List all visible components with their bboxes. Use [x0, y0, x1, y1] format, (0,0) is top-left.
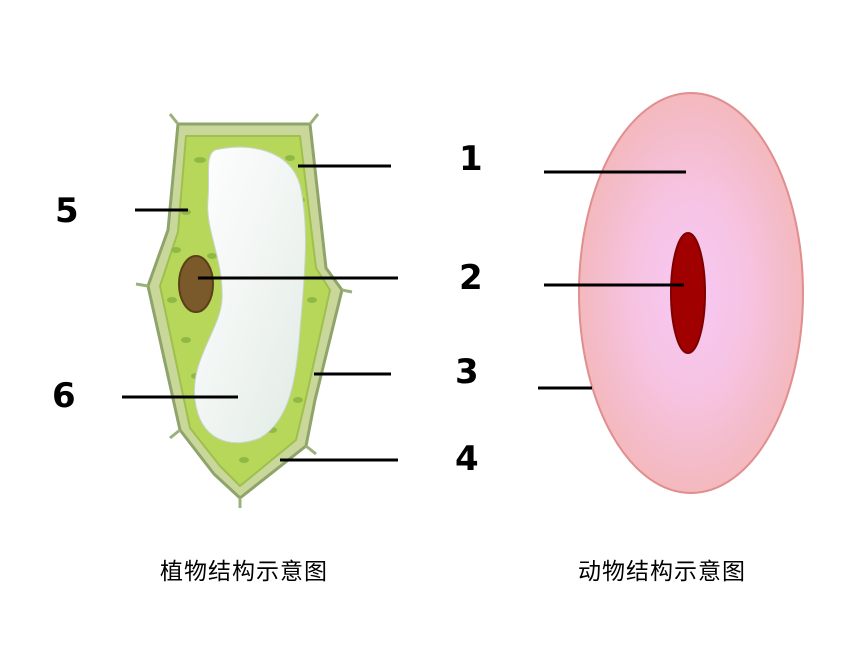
label-5: 5	[55, 191, 79, 231]
plant-wall-corners	[135, 113, 353, 508]
label-4: 4	[455, 439, 479, 479]
label-2: 2	[459, 258, 483, 298]
plant-cell-caption: 植物结构示意图	[160, 559, 328, 585]
plant-cell	[135, 113, 353, 508]
label-1: 1	[459, 139, 483, 179]
animal-nucleus	[670, 232, 706, 354]
plant-vacuole	[193, 146, 306, 444]
plant-leader-lines	[122, 164, 398, 462]
animal-leader-lines	[538, 170, 686, 390]
label-3: 3	[455, 352, 479, 392]
animal-cell	[578, 92, 804, 494]
label-6: 6	[52, 376, 76, 416]
plant-nucleus	[178, 255, 214, 313]
animal-cell-caption: 动物结构示意图	[578, 559, 746, 585]
